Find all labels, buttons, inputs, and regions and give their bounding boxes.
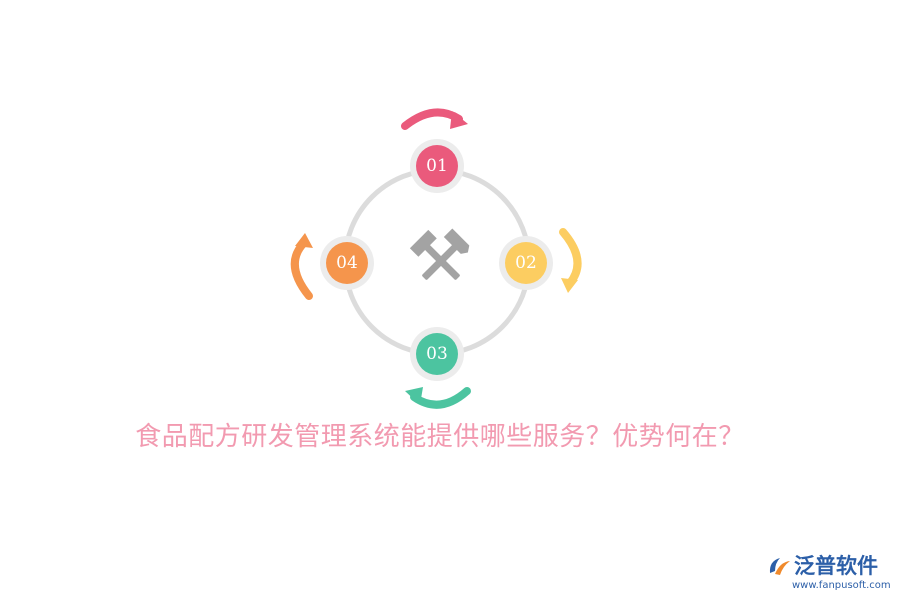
crossed-hammers-icon <box>409 228 470 280</box>
arrow-right-clockwise-icon <box>559 228 582 293</box>
brand-logo: 泛普软件 www.fanpusoft.com <box>766 551 896 595</box>
step-label-04: 04 <box>336 253 358 273</box>
brand-url: www.fanpusoft.com <box>792 580 891 591</box>
page-title: 食品配方研发管理系统能提供哪些服务？优势何在？ <box>135 422 745 452</box>
step-node-04: 04 <box>320 236 374 290</box>
step-label-03: 03 <box>426 344 448 364</box>
arrow-top-clockwise-icon <box>401 108 468 130</box>
step-node-03: 03 <box>410 327 464 381</box>
step-label-02: 02 <box>515 253 537 273</box>
step-node-02: 02 <box>499 236 553 290</box>
fanpu-logo-icon <box>769 558 790 575</box>
step-node-01: 01 <box>410 139 464 193</box>
arrow-bottom-clockwise-icon <box>405 387 471 409</box>
brand-name: 泛普软件 <box>794 554 878 578</box>
step-label-01: 01 <box>426 156 448 176</box>
arrow-left-clockwise-icon <box>290 233 313 300</box>
